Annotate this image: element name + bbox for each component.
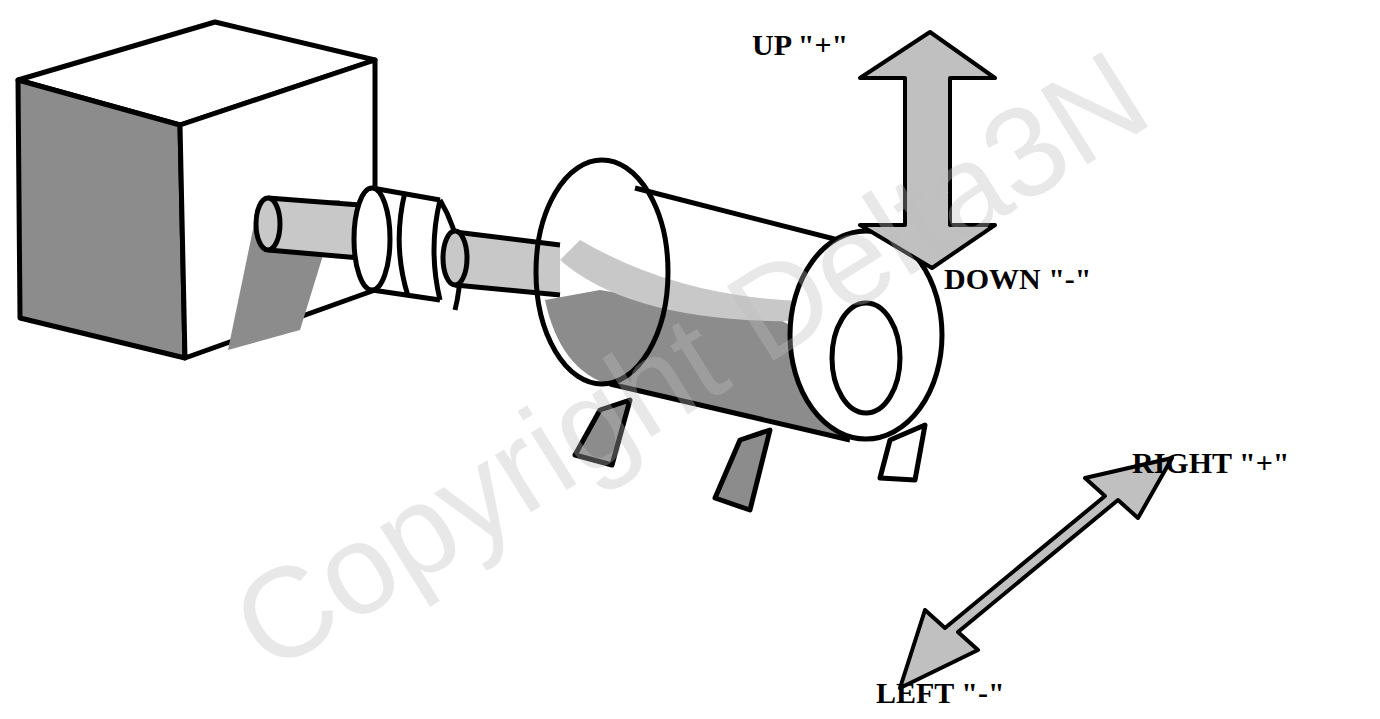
motor-foot: [575, 400, 630, 465]
direction-label: LEFT "-": [876, 676, 1005, 709]
shaft-right: [455, 232, 560, 295]
direction-label: UP "+": [752, 28, 848, 61]
box-side: [180, 60, 375, 358]
direction-label: DOWN "-": [944, 262, 1091, 295]
box-front: [18, 80, 185, 358]
vertical-arrow: [860, 32, 995, 268]
motor-shaft-end: [832, 303, 900, 413]
watermark: Copyright Delta3N: [208, 21, 1173, 700]
motor-foot: [715, 430, 770, 510]
direction-label: RIGHT "+": [1132, 446, 1289, 479]
horizontal-arrow: [900, 458, 1172, 688]
